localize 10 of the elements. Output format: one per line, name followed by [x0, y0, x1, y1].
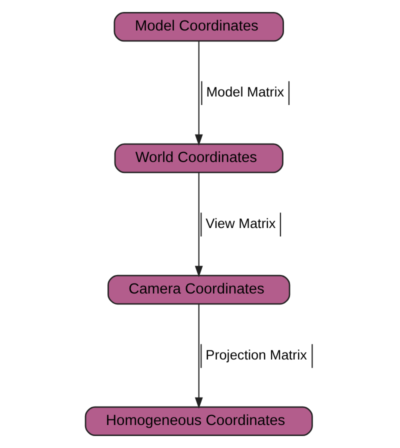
arrow [194, 172, 282, 278]
node-box: Homogeneous Coordinates [84, 406, 313, 436]
edge-label: View Matrix [206, 216, 276, 232]
edge-label: Model Matrix [206, 84, 284, 100]
edge-label: Projection Matrix [206, 348, 307, 363]
node-box: Model Coordinates [114, 12, 284, 42]
node-box: World Coordinates [114, 143, 284, 174]
node-box: Camera Coordinates [108, 274, 290, 305]
arrow [194, 304, 313, 409]
arrow [194, 41, 290, 146]
